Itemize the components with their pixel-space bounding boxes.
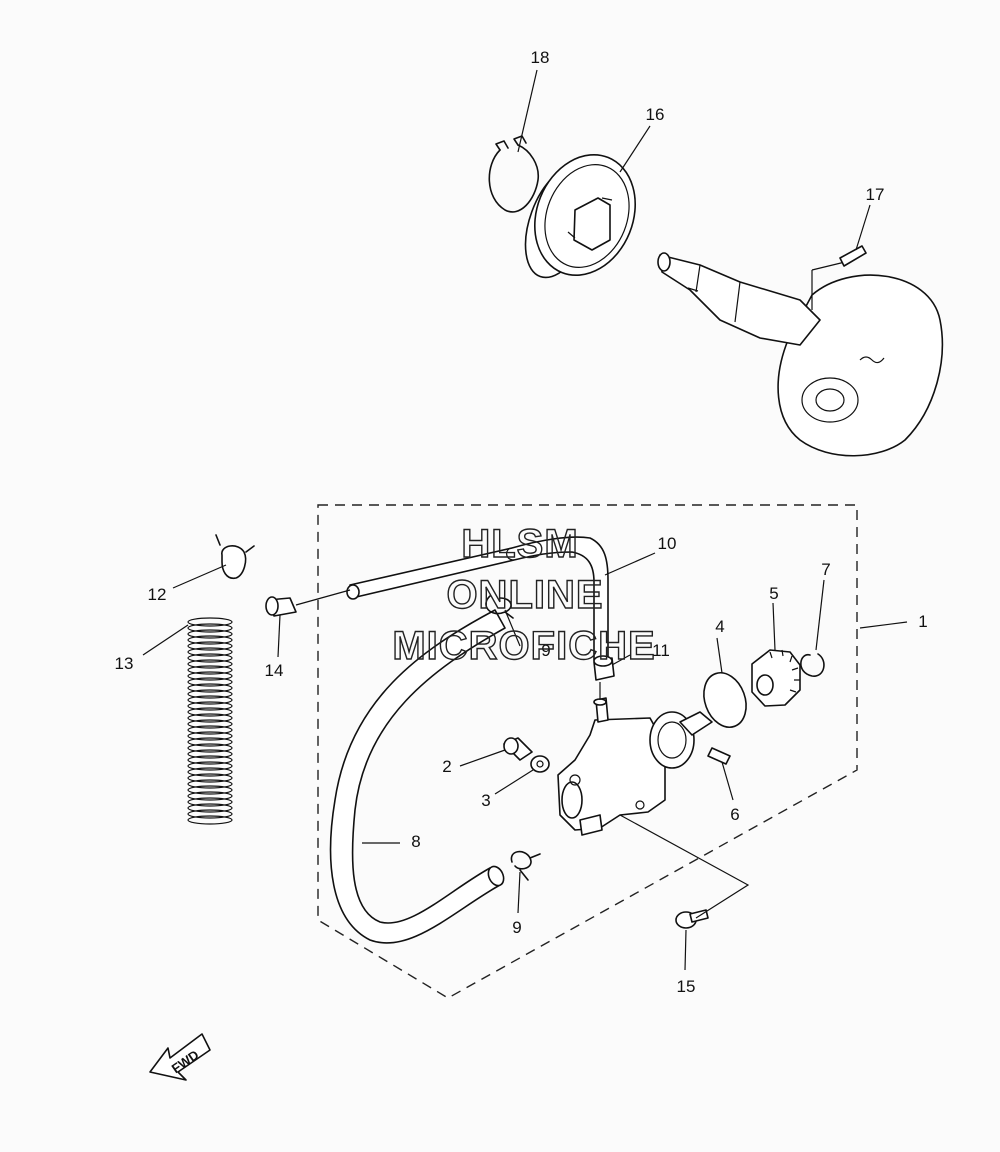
callout-1: 1 bbox=[918, 612, 927, 631]
spring-coil bbox=[187, 653, 233, 663]
spring-coil bbox=[187, 689, 233, 699]
callout-11: 11 bbox=[652, 641, 670, 660]
spring-coil bbox=[187, 755, 233, 765]
watermark-line-3: MICROFICHE bbox=[392, 624, 655, 668]
spring-coil bbox=[187, 779, 233, 789]
spring-coil bbox=[187, 701, 233, 711]
dowel-pin bbox=[707, 747, 731, 765]
spring-coil bbox=[187, 659, 233, 669]
crankshaft-case bbox=[657, 245, 944, 457]
callout-5: 5 bbox=[769, 584, 778, 603]
washer bbox=[530, 755, 550, 773]
hose-clamp bbox=[215, 534, 255, 580]
callout-17: 17 bbox=[866, 185, 885, 204]
protector-spring bbox=[187, 617, 233, 825]
spring-coil bbox=[187, 767, 233, 777]
assembly-boundary bbox=[317, 504, 858, 999]
spring-coil bbox=[187, 671, 233, 681]
spring-coil bbox=[187, 803, 233, 813]
spring-coil bbox=[187, 617, 233, 627]
spring-coil bbox=[187, 707, 233, 717]
spring-coil bbox=[187, 647, 233, 657]
callout-4: 4 bbox=[715, 617, 724, 636]
spring-coil bbox=[187, 791, 233, 801]
spring-coil bbox=[187, 743, 233, 753]
spring-coil bbox=[187, 797, 233, 807]
callout-3: 3 bbox=[481, 791, 490, 810]
oil-pump-body bbox=[557, 697, 713, 836]
spring-coil bbox=[187, 695, 233, 705]
callout-12: 12 bbox=[148, 585, 167, 604]
callout-8: 8 bbox=[411, 832, 420, 851]
spring-coil bbox=[187, 737, 233, 747]
spring-coil bbox=[187, 713, 233, 723]
spring-coil bbox=[187, 641, 233, 651]
callout-9-lower: 9 bbox=[512, 918, 521, 937]
spring-coil bbox=[187, 761, 233, 771]
callout-13: 13 bbox=[115, 654, 134, 673]
callout-6: 6 bbox=[730, 805, 739, 824]
callout-9-upper: 9 bbox=[541, 641, 550, 660]
callout-7: 7 bbox=[821, 560, 830, 579]
callout-15: 15 bbox=[677, 977, 696, 996]
spring-coil bbox=[187, 623, 233, 633]
spring-coil bbox=[187, 785, 233, 795]
spring-coil bbox=[187, 749, 233, 759]
callout-16: 16 bbox=[646, 105, 665, 124]
callout-2: 2 bbox=[442, 757, 451, 776]
spring-coil bbox=[187, 725, 233, 735]
drive-gear bbox=[751, 649, 801, 707]
callout-18: 18 bbox=[531, 48, 550, 67]
watermark-line-1: HLSM bbox=[461, 522, 578, 566]
spring-coil bbox=[187, 719, 233, 729]
spring-coil bbox=[187, 629, 233, 639]
fitting bbox=[593, 655, 615, 681]
watermark-line-2: ONLINE bbox=[446, 573, 603, 617]
bolt bbox=[503, 737, 533, 761]
spring-coil bbox=[187, 683, 233, 693]
pulley bbox=[524, 153, 637, 279]
spring-coil bbox=[187, 809, 233, 819]
callout-14: 14 bbox=[265, 661, 284, 680]
spring-coil bbox=[187, 677, 233, 687]
leader-lines bbox=[142, 69, 908, 971]
spring-coil bbox=[187, 731, 233, 741]
callout-10: 10 bbox=[658, 534, 677, 553]
o-ring bbox=[703, 672, 747, 728]
circlip bbox=[488, 144, 540, 213]
spring-coil bbox=[187, 635, 233, 645]
e-clip bbox=[800, 653, 825, 677]
hose-clip-lower bbox=[510, 850, 541, 881]
spring-coil bbox=[187, 665, 233, 675]
grommet bbox=[265, 596, 297, 617]
screw bbox=[675, 909, 709, 929]
spring-coil bbox=[187, 773, 233, 783]
spring-coil bbox=[187, 815, 233, 825]
forward-arrow: FWD bbox=[149, 1033, 211, 1081]
